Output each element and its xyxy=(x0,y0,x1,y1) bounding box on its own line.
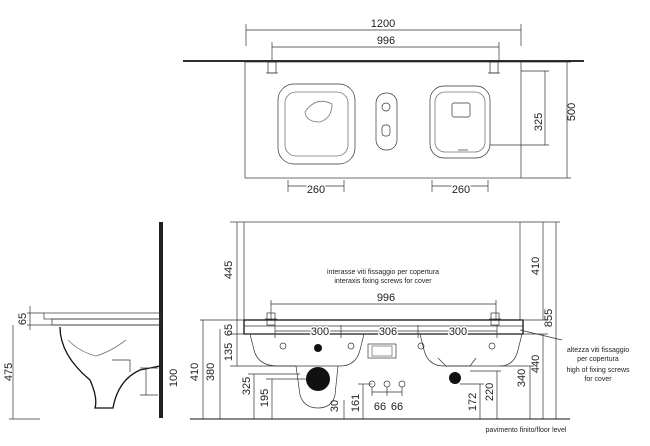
side-view: 65 475 100 xyxy=(3,222,180,420)
front-dim-340: 340 xyxy=(516,369,528,387)
plan-view: 1200 996 325 500 xyxy=(183,18,584,198)
dim-445: 445 xyxy=(223,261,235,279)
front-dim-440: 440 xyxy=(530,355,542,373)
front-dim-220: 220 xyxy=(484,383,496,401)
dim-depth-500: 500 xyxy=(566,103,578,121)
dim-inner-width: 996 xyxy=(377,35,395,47)
dim-300-left: 300 xyxy=(311,326,329,338)
front-dim-30: 30 xyxy=(329,400,341,412)
front-dim-380: 380 xyxy=(205,363,217,381)
front-dim-410-left: 410 xyxy=(189,363,201,381)
dim-306: 306 xyxy=(379,326,397,338)
screw-note-it-2: per copertura xyxy=(577,356,619,363)
front-dim-65: 65 xyxy=(223,324,235,336)
cover-note-en: interaxis fixing screws for cover xyxy=(334,278,432,285)
screw-note-it-1: altezza viti fissaggio xyxy=(567,347,629,354)
front-dim-855: 855 xyxy=(543,309,555,327)
front-dim-996: 996 xyxy=(377,292,395,304)
floor-level-label: pavimento finito/floor level xyxy=(486,427,567,434)
front-dim-135: 135 xyxy=(223,343,235,361)
front-dim-172: 172 xyxy=(467,393,479,411)
cover-note-it: interasse viti fissaggio per copertura xyxy=(327,269,439,276)
front-dim-410-top: 410 xyxy=(530,257,542,275)
front-dim-325: 325 xyxy=(241,377,253,395)
front-dim-195: 195 xyxy=(259,389,271,407)
front-view: interasse viti fissaggio per copertura i… xyxy=(189,221,630,434)
screw-note-en-1: high of fixing screws xyxy=(566,367,630,374)
dim-depth-325: 325 xyxy=(533,113,545,131)
dim-total-width: 1200 xyxy=(371,18,395,30)
front-dim-66-a: 66 xyxy=(374,401,386,413)
screw-note-en-2: for cover xyxy=(584,376,612,383)
side-dim-475: 475 xyxy=(3,363,15,381)
dim-right-bowl: 260 xyxy=(452,184,470,196)
front-dim-161: 161 xyxy=(350,394,362,412)
side-dim-100: 100 xyxy=(168,369,180,387)
front-dim-66-b: 66 xyxy=(391,401,403,413)
dim-left-bowl: 260 xyxy=(307,184,325,196)
side-dim-65: 65 xyxy=(17,313,29,325)
dim-300-right: 300 xyxy=(449,326,467,338)
